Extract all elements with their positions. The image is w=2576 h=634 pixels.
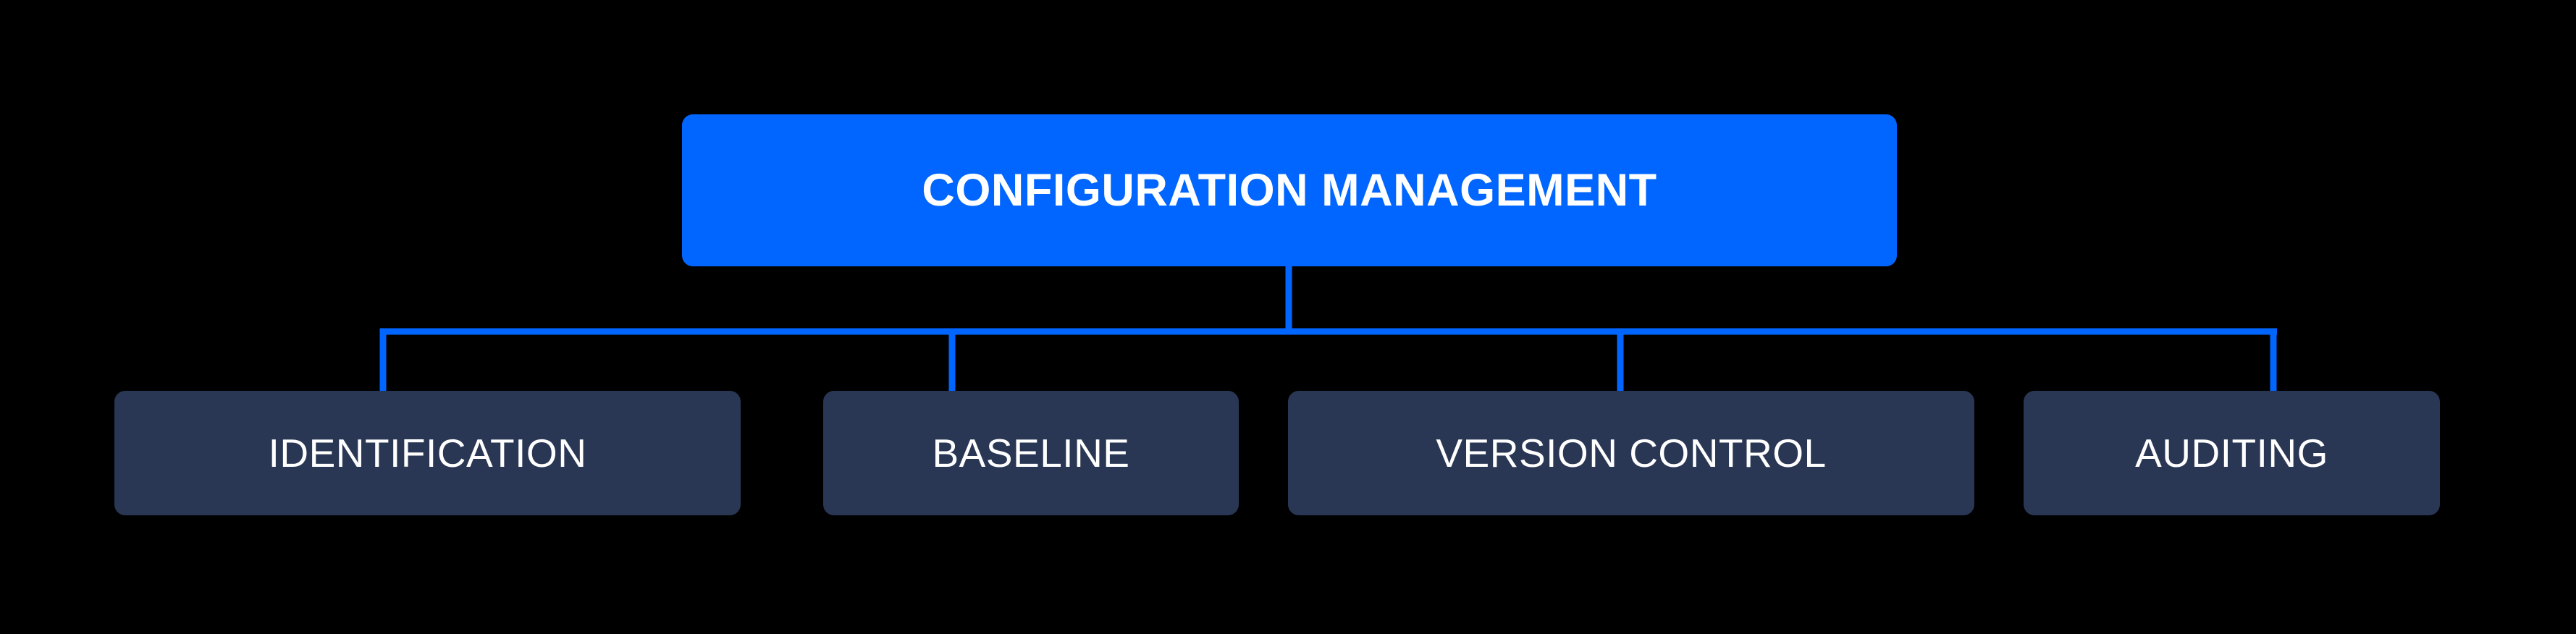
node-baseline[interactable]: BASELINE bbox=[823, 391, 1239, 515]
node-label-baseline: BASELINE bbox=[932, 430, 1130, 476]
node-label-version-control: VERSION CONTROL bbox=[1436, 430, 1827, 476]
node-configuration-management[interactable]: CONFIGURATION MANAGEMENT bbox=[682, 114, 1897, 266]
node-label-auditing: AUDITING bbox=[2135, 430, 2328, 476]
node-version-control[interactable]: VERSION CONTROL bbox=[1288, 391, 1974, 515]
node-auditing[interactable]: AUDITING bbox=[2024, 391, 2440, 515]
node-label-identification: IDENTIFICATION bbox=[268, 430, 587, 476]
node-label-configuration-management: CONFIGURATION MANAGEMENT bbox=[922, 164, 1657, 216]
node-identification[interactable]: IDENTIFICATION bbox=[114, 391, 741, 515]
